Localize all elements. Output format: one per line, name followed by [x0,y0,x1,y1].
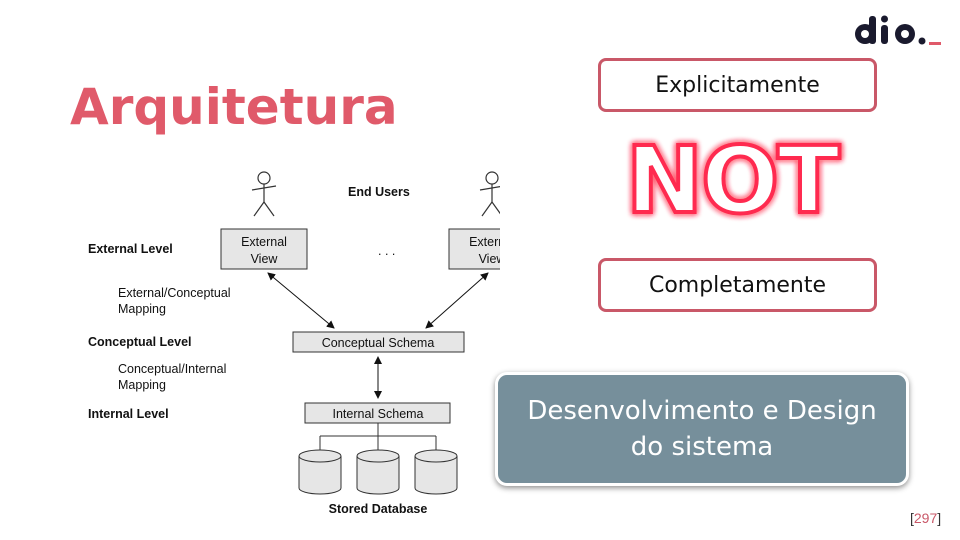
database-cylinder-2-icon [356,449,400,495]
development-line1: Desenvolvimento e Design [527,396,877,426]
end-user-left-icon [251,171,277,217]
explicitamente-label: Explicitamente [655,72,820,98]
explicitamente-box: Explicitamente [598,58,877,112]
database-cylinder-1-icon [298,449,342,495]
right-mapping-arrow [425,272,489,329]
completamente-box: Completamente [598,258,877,312]
external-view-left-line2: View [251,252,279,266]
development-design-panel: Desenvolvimento e Design do sistema [495,372,909,486]
page-number-close: ] [937,510,942,526]
external-view-right-box [448,228,500,270]
page-number: [297] [910,510,941,526]
ellipsis-label: . . . [378,244,395,258]
not-text: NOT [626,132,840,228]
development-line2: do sistema [630,432,774,462]
three-schema-diagram: End Users External Level External/Concep… [88,171,500,516]
not-neon-graphic: NOT [624,132,844,228]
conceptual-schema-label: Conceptual Schema [322,336,435,350]
external-view-left-box [220,228,308,270]
external-view-left-line1: External [241,235,287,249]
page-number-open: [ [910,510,914,526]
left-mapping-arrow [267,272,335,329]
completamente-label: Completamente [648,272,827,298]
database-cylinder-3-icon [414,449,458,495]
end-users-label: End Users [348,185,410,199]
database-connectors [319,423,437,450]
conceptual-level-label: Conceptual Level [88,335,192,349]
end-user-right-icon [479,171,500,217]
internal-level-label: Internal Level [88,407,169,421]
ext-conc-mapping-line2: Mapping [118,302,166,316]
conc-int-mapping-line2: Mapping [118,378,166,392]
external-view-right-line1: External [469,235,500,249]
internal-schema-label: Internal Schema [332,407,423,421]
external-view-right-line2: View [479,252,500,266]
ext-conc-mapping-line1: External/Conceptual [118,286,231,300]
stored-database-label: Stored Database [329,502,428,516]
conc-int-mapping-line1: Conceptual/Internal [118,362,226,376]
conceptual-schema-box [292,331,465,353]
slide-title: Arquitetura [70,78,398,136]
dio-logo [855,15,941,45]
page-number-value: 297 [913,510,938,526]
external-level-label: External Level [88,242,173,256]
